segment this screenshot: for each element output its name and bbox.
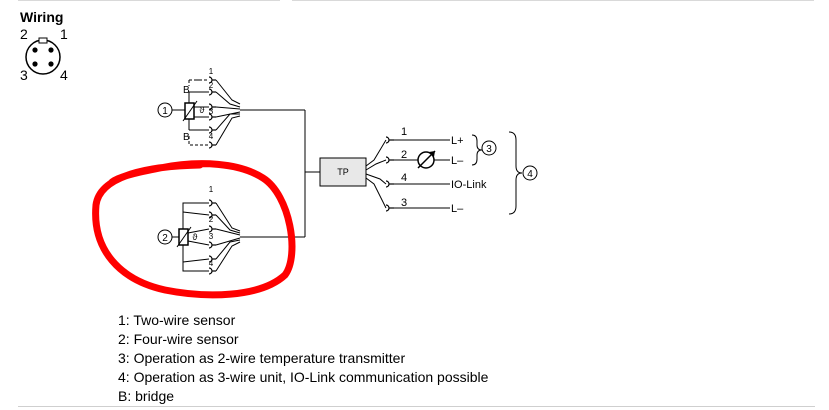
sensor1-pin: 2: [209, 81, 214, 90]
output-label: L–: [451, 203, 464, 215]
connector-icon: [25, 37, 61, 75]
transmitter-label: TP: [337, 167, 349, 177]
sensor2-pin: 1: [209, 185, 214, 194]
four-wire-sensor: 2 ϑ 1 2 3 4: [157, 185, 305, 275]
sensor1-pin: 3: [209, 107, 214, 116]
callout-3: 3: [486, 144, 492, 155]
sensor2-pin: 3: [209, 232, 214, 241]
top-rule-left: [18, 0, 280, 1]
connector-pin-label: 4: [60, 67, 68, 83]
sensor2-pin: 4: [209, 259, 214, 268]
sensor2-pin: 2: [209, 215, 214, 224]
callout-4: 4: [527, 169, 533, 180]
bottom-rule: [18, 406, 815, 407]
sensor1-symbol: ϑ: [200, 105, 205, 115]
sensor2-symbol: ϑ: [193, 232, 198, 242]
meter-icon: [417, 150, 436, 169]
connector-pin-label: 3: [20, 67, 28, 83]
top-rule-right: [292, 0, 814, 1]
output-pin: 1: [401, 126, 407, 138]
bridge-label: B: [183, 85, 190, 96]
connector-pin-label: 1: [60, 26, 68, 42]
sensor1-pin: 4: [209, 132, 214, 141]
brace-4: [508, 131, 523, 215]
brace-3: [471, 134, 483, 166]
output-label: L–: [451, 155, 464, 167]
legend-item: 2: Four-wire sensor: [118, 331, 239, 347]
output-pin: 3: [401, 197, 407, 209]
legend-item: 3: Operation as 2-wire temperature trans…: [118, 350, 406, 366]
output-label: IO-Link: [451, 179, 487, 191]
output-pin: 2: [401, 149, 407, 161]
legend: 1: Two-wire sensor 2: Four-wire sensor 3…: [118, 311, 488, 406]
output-pin: 4: [401, 172, 407, 184]
legend-item: 4: Operation as 3-wire unit, IO-Link com…: [118, 369, 489, 385]
sensor1-callout: 1: [162, 106, 168, 117]
legend-item: B: bridge: [118, 388, 175, 404]
highlight-circle: [92, 160, 296, 299]
sensor1-pin: 1: [209, 67, 214, 76]
section-title: Wiring: [20, 9, 64, 25]
two-wire-sensor: 1 ϑ B B 1 2 3 4: [157, 67, 305, 149]
bridge-label: B: [183, 132, 190, 143]
sensor2-callout: 2: [162, 233, 168, 244]
legend-item: 1: Two-wire sensor: [118, 312, 236, 328]
connector-pin-label: 2: [20, 26, 28, 42]
output-label: L+: [451, 135, 464, 147]
transmitter-block: TP 1 2 4 3 L+ L– IO-Link L–: [319, 126, 487, 215]
